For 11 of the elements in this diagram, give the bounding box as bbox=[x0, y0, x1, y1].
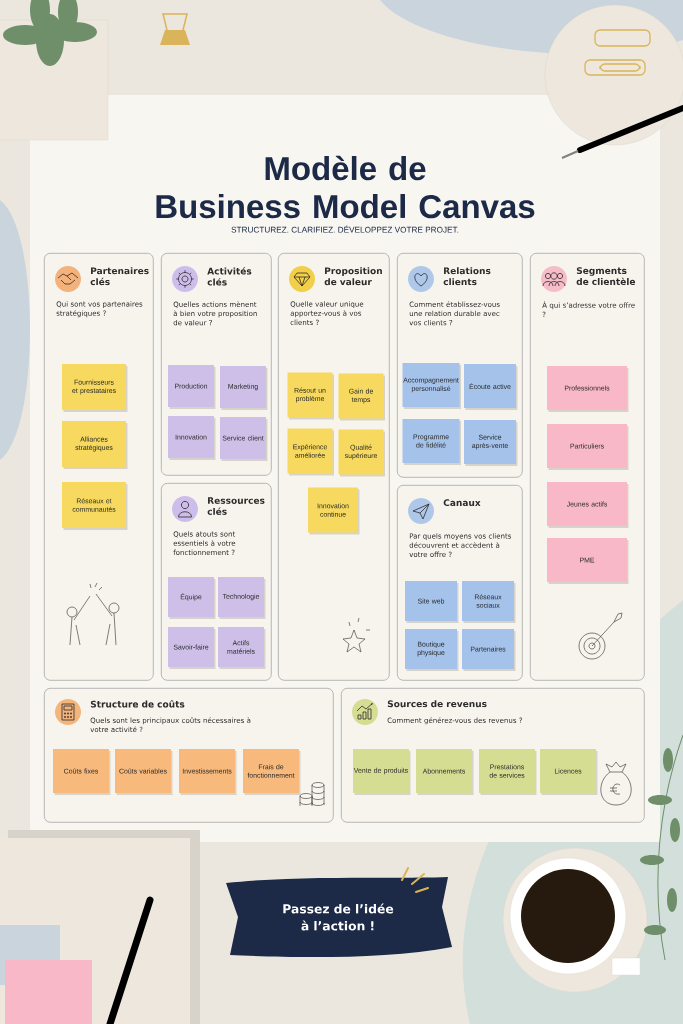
subtitle: STRUCTUREZ. CLARIFIEZ. DÉVELOPPEZ VOTRE PROJET. bbox=[231, 225, 459, 233]
panel-heading: Partenaires clés bbox=[90, 267, 149, 286]
panel-heading: Relations clients bbox=[443, 267, 491, 286]
panel-heading: Canaux bbox=[443, 499, 481, 507]
panel-heading: Proposition de valeur bbox=[324, 267, 382, 286]
panel-heading: Structure de coûts bbox=[90, 700, 185, 708]
panel-heading: Sources de revenus bbox=[387, 700, 487, 708]
panel-heading: Ressources clés bbox=[207, 497, 265, 515]
panel-heading: Activités clés bbox=[207, 267, 252, 286]
panel-heading: Segments de clientèle bbox=[576, 267, 636, 286]
title: Modèle de Business Model Canvas bbox=[156, 155, 535, 219]
